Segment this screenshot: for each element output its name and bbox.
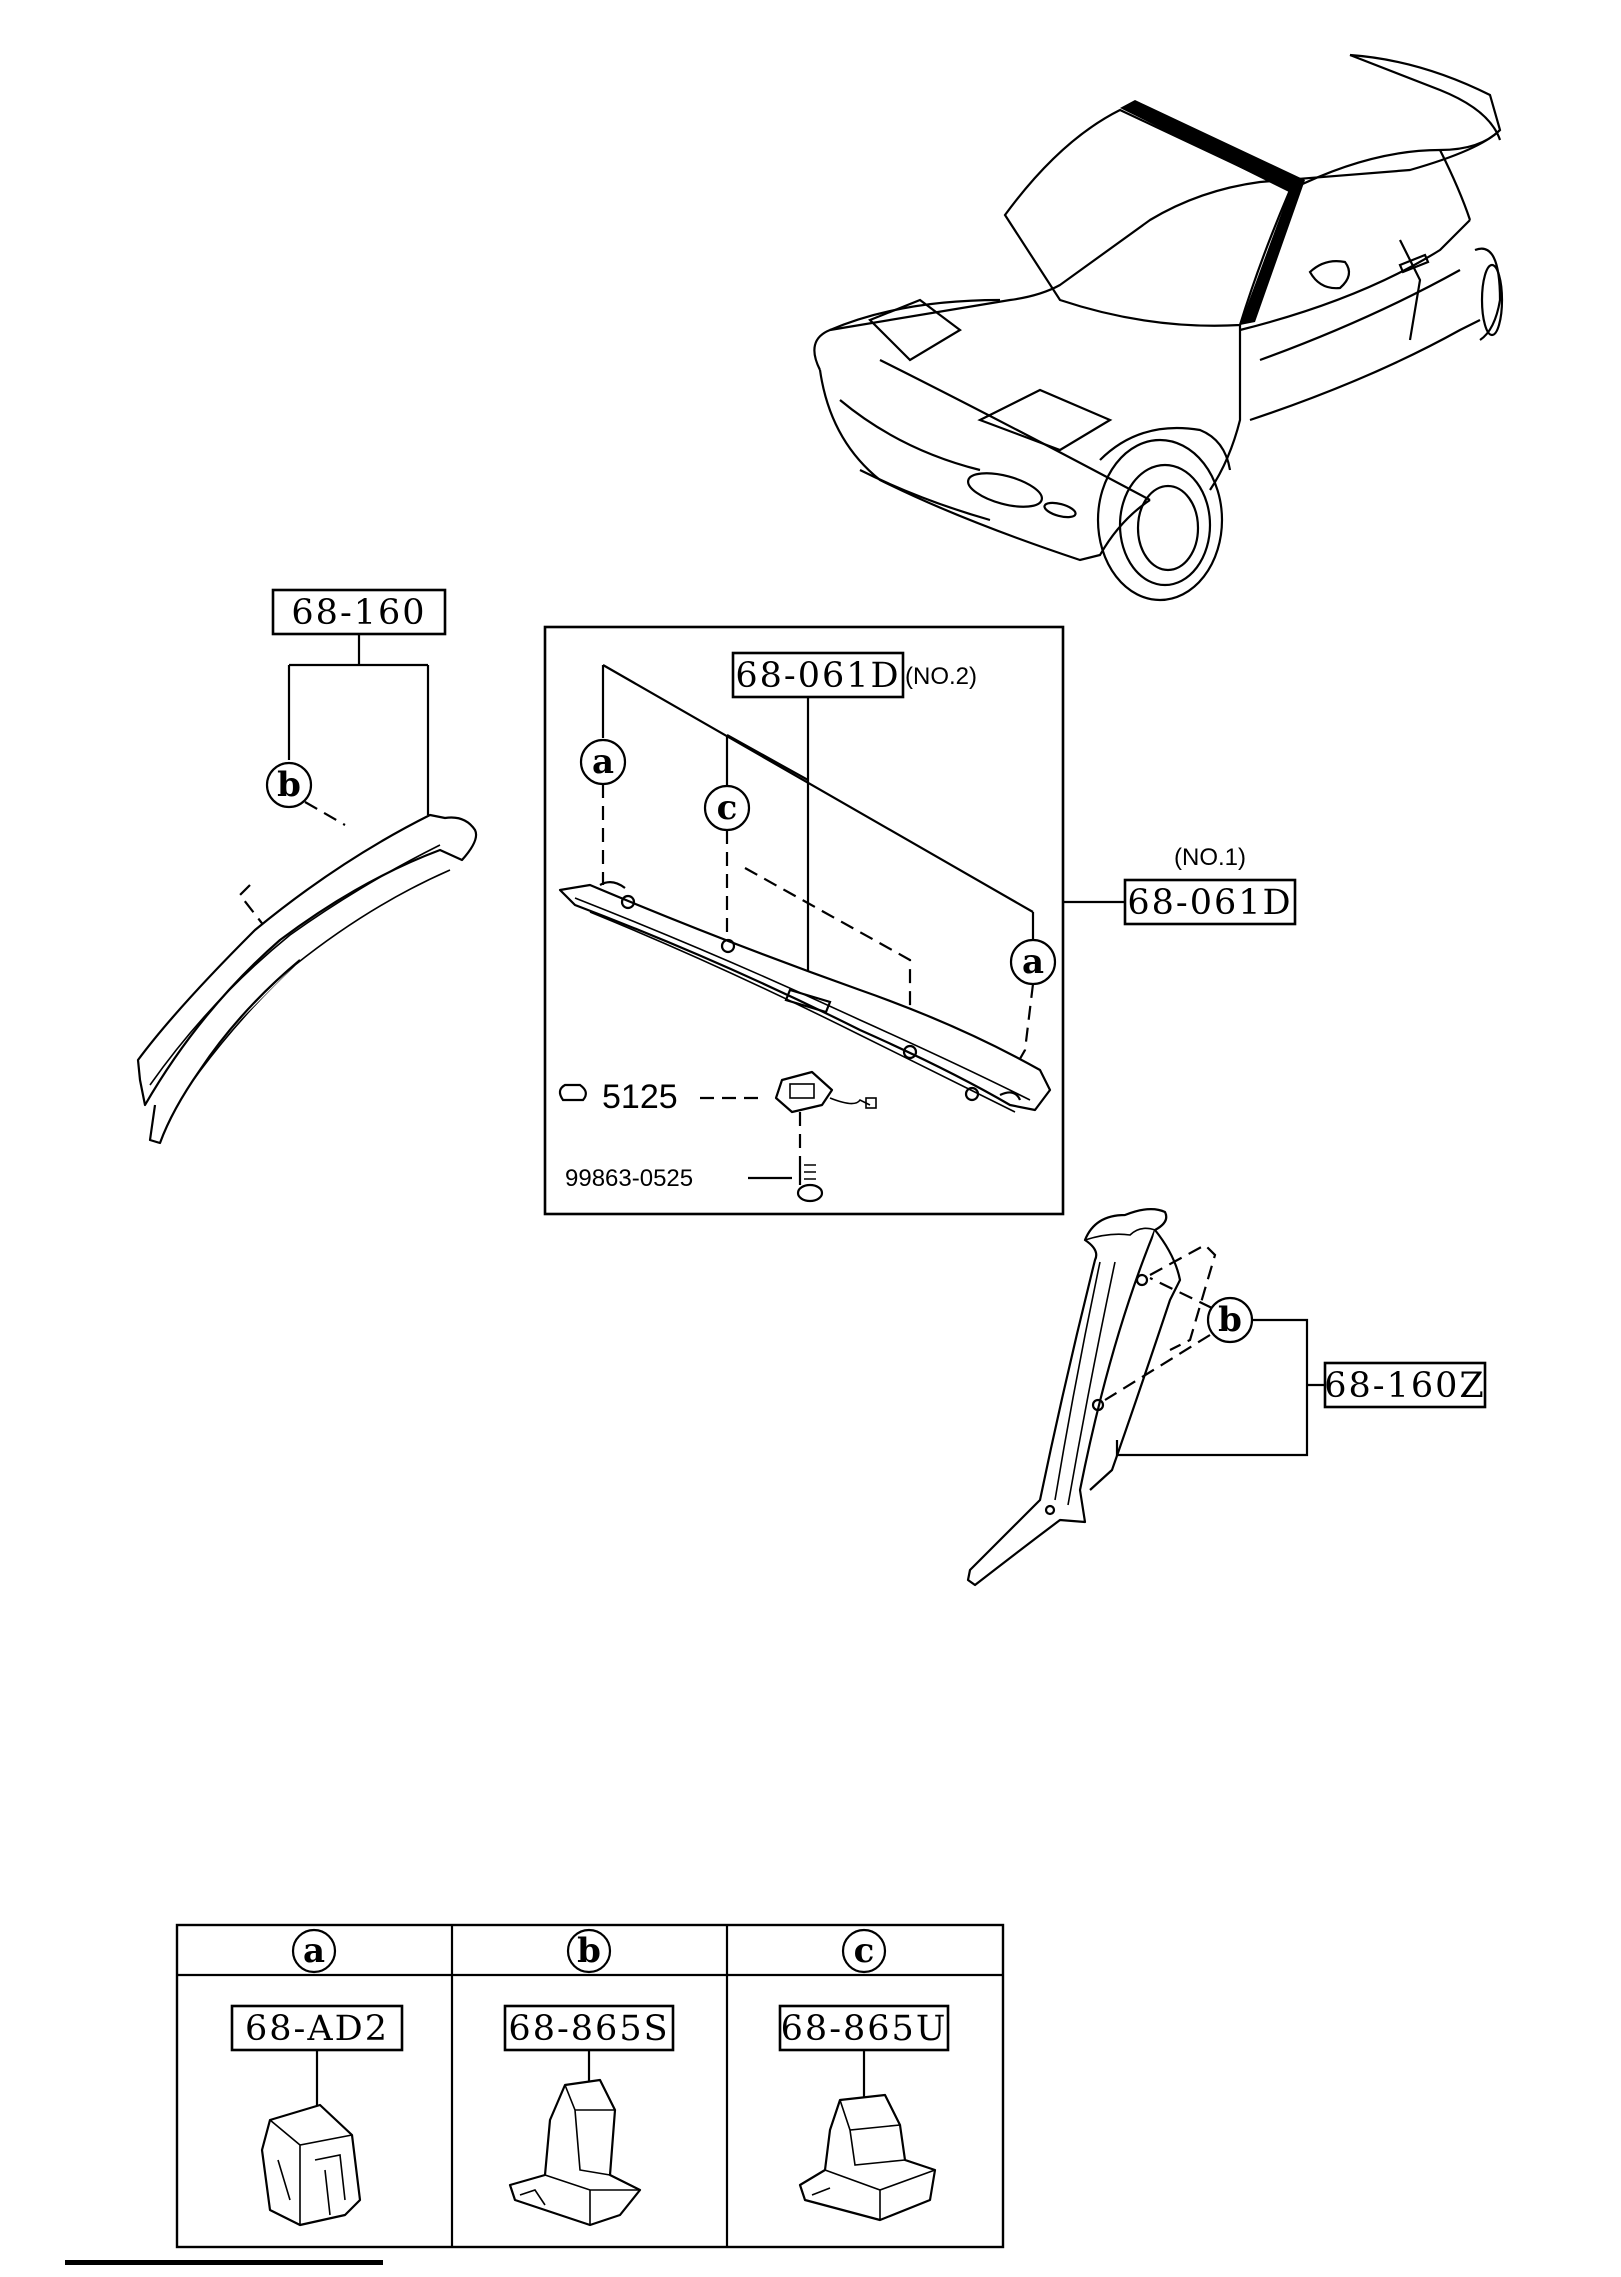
part-label-box <box>503 2004 675 2052</box>
part-number-pillar-right[interactable]: 68-160Z <box>1324 1366 1486 1406</box>
legend-callout-a-circle <box>291 1928 337 1974</box>
pillar-right-group: b 68-160Z <box>966 1208 1487 1587</box>
callout-a-label-right: a <box>1022 942 1044 982</box>
car-illustration <box>813 53 1504 602</box>
callout-b-label-right: b <box>1218 1300 1242 1340</box>
clip-legend-table: a 68-AD2 b 68-865S c 68-865U <box>175 1923 1005 2249</box>
legend-part-a[interactable]: 68-AD2 <box>245 2009 389 2049</box>
map-lamp-part <box>774 1070 834 1114</box>
legend-callout-c-circle <box>841 1928 887 1974</box>
part-label-box <box>778 2004 950 2052</box>
part-number-header-no2[interactable]: 68-061D <box>735 656 900 696</box>
part-label-box <box>230 2004 404 2052</box>
part-number-pillar-left[interactable]: 68-160 <box>291 593 426 633</box>
part-label-box <box>1323 1361 1487 1409</box>
part-label-box <box>1123 878 1297 926</box>
legend-callout-c: c <box>854 1931 875 1971</box>
legend-callout-a: a <box>303 1931 325 1971</box>
pillar-left-group: 68-160 b <box>136 588 478 1145</box>
legend-callout-b: b <box>577 1931 601 1971</box>
legend-callout-b-circle <box>566 1928 612 1974</box>
legend-part-c[interactable]: 68-865U <box>781 2009 948 2049</box>
callout-a-label-left: a <box>592 742 614 782</box>
clip-c-illustration <box>798 2093 937 2222</box>
callout-b-circle <box>265 761 313 809</box>
header-no2-note: (NO.2) <box>905 663 977 690</box>
hand-pointer-icon <box>558 1083 587 1102</box>
clip-a-illustration <box>260 2103 362 2227</box>
part-ref-screw[interactable]: 99863-0525 <box>565 1165 693 1192</box>
part-number-header-no1[interactable]: 68-061D <box>1127 883 1292 923</box>
part-ref-map-lamp[interactable]: 5125 <box>602 1078 678 1116</box>
callout-b-label: b <box>277 765 301 805</box>
screw-part <box>796 1183 824 1203</box>
callout-c-label: c <box>717 788 738 828</box>
inset-frame <box>543 625 1065 1216</box>
footer-rule <box>65 2260 383 2265</box>
clip-b-illustration <box>508 2078 642 2227</box>
part-label-box <box>731 651 905 699</box>
legend-part-b[interactable]: 68-865S <box>508 2009 669 2049</box>
header-inset-group: 68-061D (NO.2) a c a 5125 <box>543 625 1065 1216</box>
header-no1-note: (NO.1) <box>1174 844 1246 871</box>
header-no1-group: (NO.1) 68-061D <box>1063 844 1297 926</box>
